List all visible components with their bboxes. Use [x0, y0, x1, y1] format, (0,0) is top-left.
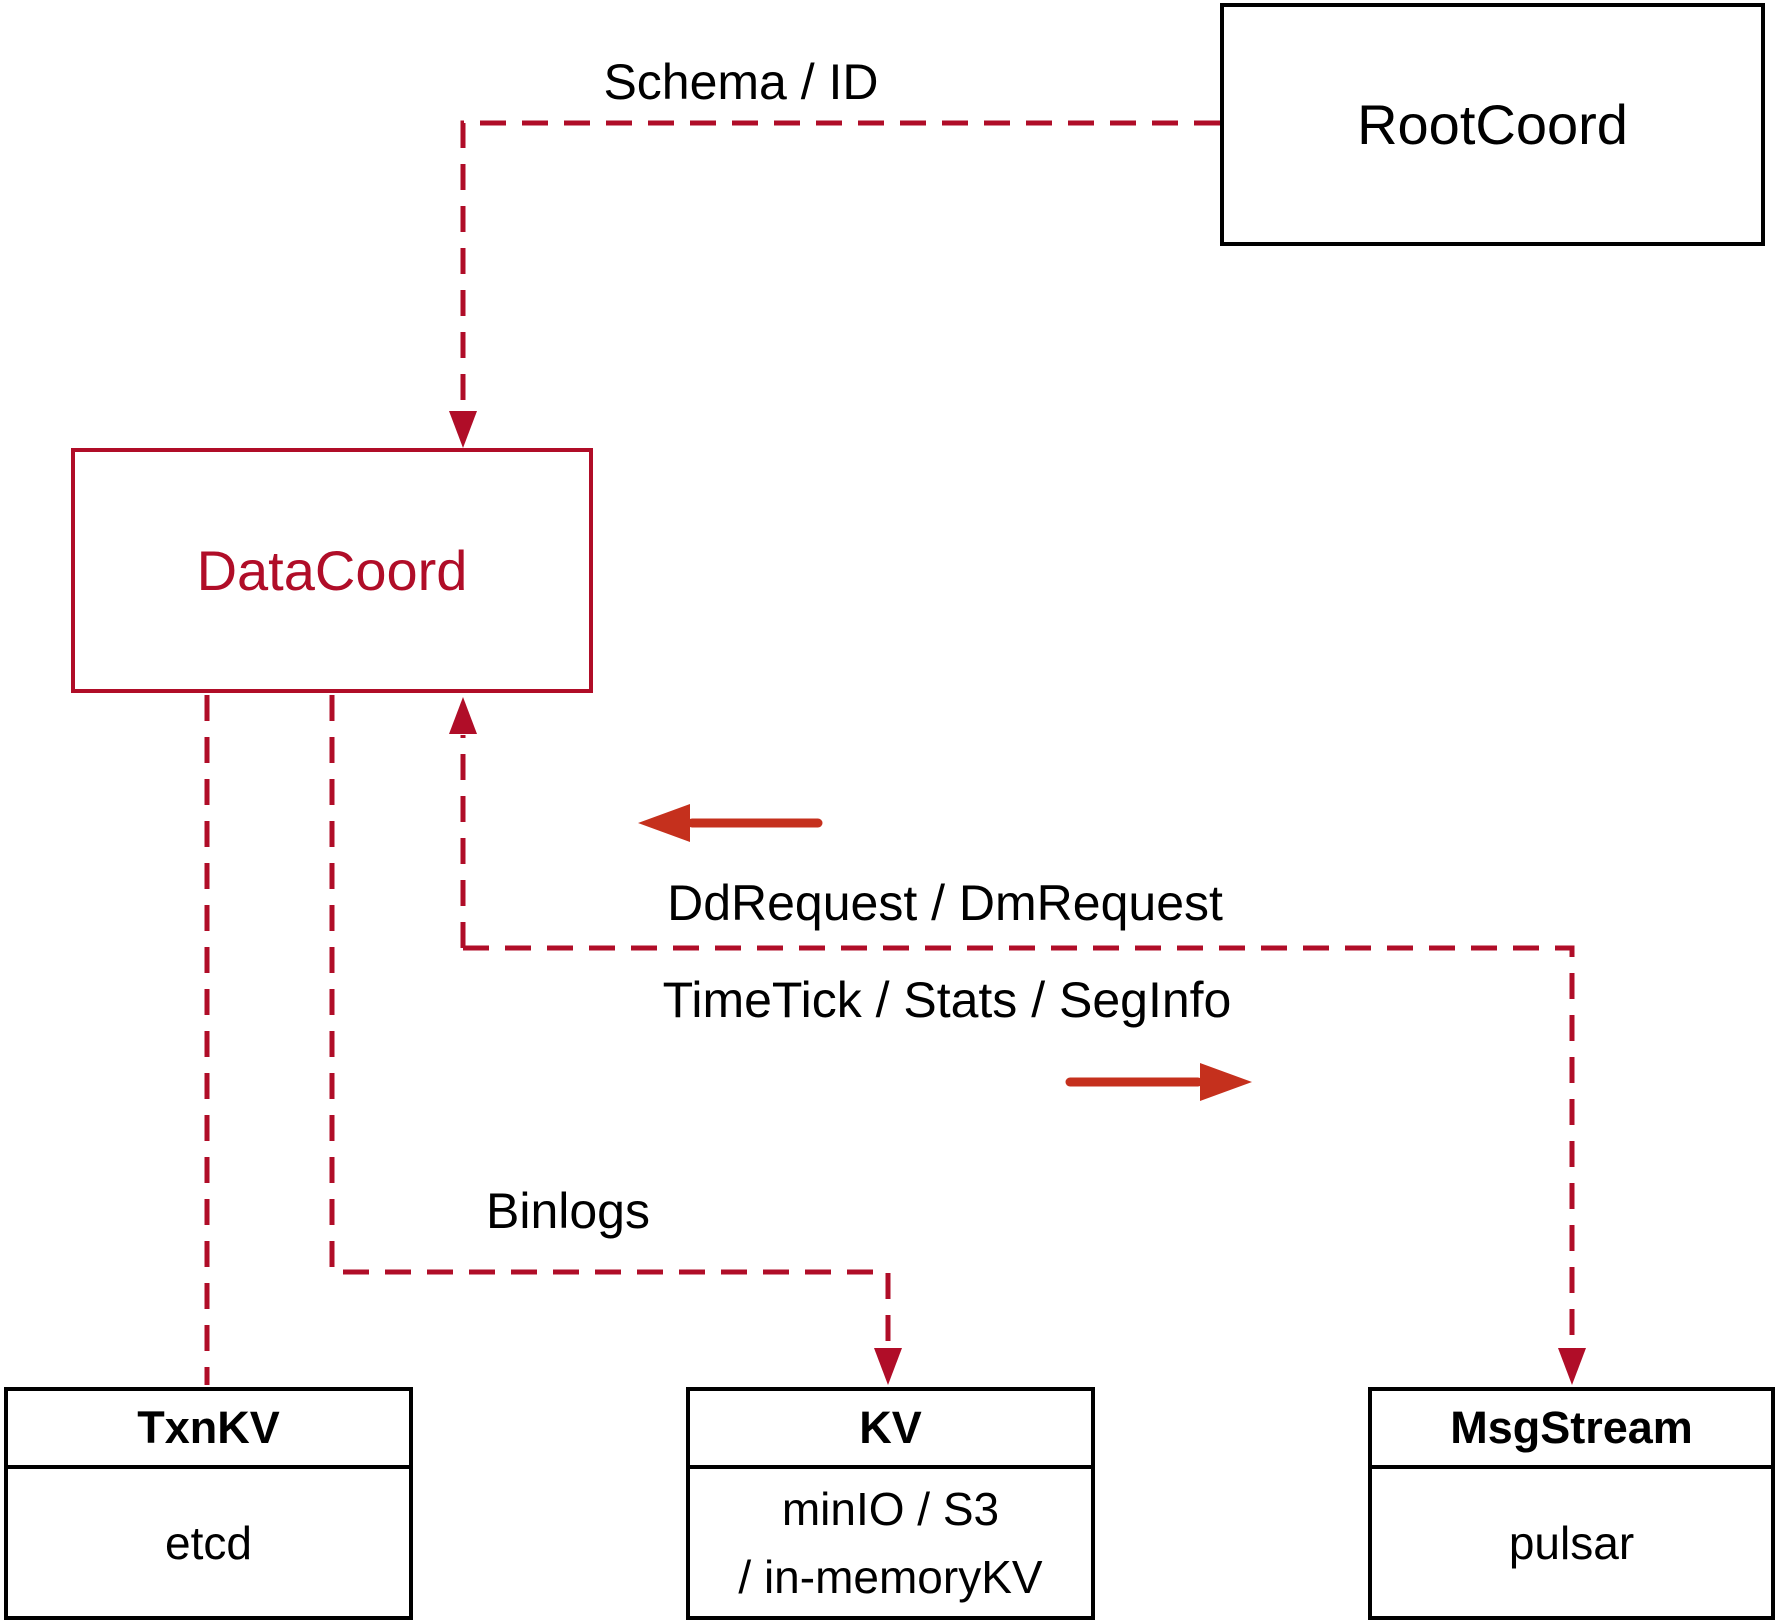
timetick-dashed-path: [463, 945, 1575, 1346]
kv-node: KV minIO / S3 / in-memoryKV: [686, 1387, 1095, 1620]
msgstream-body-label: pulsar: [1508, 1516, 1635, 1569]
binlogs-arrow-down-icon: [874, 1348, 902, 1385]
kv-body-line2: / in-memoryKV: [738, 1550, 1043, 1603]
timetick-arrow-down-icon: [1558, 1348, 1586, 1385]
binlogs-dashed-path: [329, 695, 891, 1346]
schema-id-edge-label: Schema / ID: [603, 54, 879, 110]
rootcoord-label: RootCoord: [1357, 92, 1628, 156]
ddrequest-dmrequest-edge-label: DdRequest / DmRequest: [667, 875, 1223, 931]
schema-id-dashed-path: [460, 120, 1220, 410]
binlogs-edge-label: Binlogs: [486, 1183, 650, 1239]
datacoord-node: DataCoord: [71, 448, 593, 693]
kv-title: KV: [690, 1391, 1091, 1469]
msgstream-node: MsgStream pulsar: [1368, 1387, 1775, 1620]
ddrequest-arrow-up-icon: [449, 697, 477, 734]
rootcoord-node: RootCoord: [1220, 3, 1765, 246]
datacoord-label: DataCoord: [196, 538, 468, 602]
txnkv-body-label: etcd: [165, 1516, 252, 1569]
kv-body-line1: minIO / S3: [781, 1482, 1000, 1535]
left-direction-arrow-icon: [638, 804, 690, 842]
schema-id-arrow-down-icon: [449, 411, 477, 448]
txnkv-node: TxnKV etcd: [4, 1387, 413, 1620]
right-direction-arrow-icon: [1200, 1063, 1252, 1101]
timetick-stats-seginfo-edge-label: TimeTick / Stats / SegInfo: [662, 972, 1232, 1028]
msgstream-title: MsgStream: [1372, 1391, 1771, 1469]
txnkv-title: TxnKV: [8, 1391, 409, 1469]
